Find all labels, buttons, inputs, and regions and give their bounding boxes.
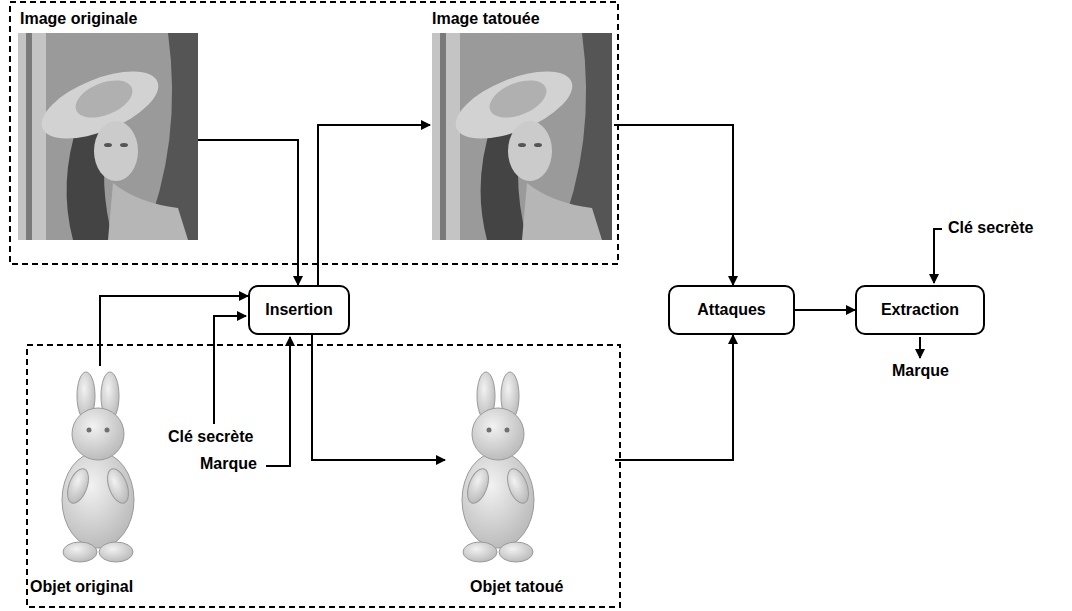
- key-arrow: [934, 229, 942, 283]
- bunny-model: [462, 372, 534, 562]
- flow-arrow: [100, 296, 248, 366]
- dashed-region: [27, 345, 620, 607]
- flow-arrow: [795, 309, 855, 311]
- process-box: Extraction: [855, 285, 985, 335]
- object-frame: Objet tatoué: [445, 366, 615, 602]
- flow-arrow: [198, 140, 298, 285]
- key-label: Clé secrète: [948, 219, 1033, 237]
- dashed-region: [10, 2, 618, 264]
- process-label: Attaques: [697, 301, 765, 319]
- portrait-image: [18, 33, 198, 240]
- object-frame: Objet original: [30, 366, 170, 602]
- mark-label: Marque: [892, 362, 949, 380]
- image-frame: Image originale: [18, 8, 198, 242]
- flow-arrow: [318, 125, 430, 285]
- mark-label: Marque: [200, 455, 257, 473]
- flow-arrow: [615, 335, 733, 460]
- bunny-model: [62, 372, 134, 562]
- process-label: Insertion: [265, 301, 333, 319]
- mark-arrow: [919, 337, 921, 358]
- key-arrow: [214, 316, 246, 424]
- process-label: Extraction: [881, 301, 959, 319]
- portrait-image: [432, 33, 612, 240]
- caption-text: Objet tatoué: [470, 578, 563, 596]
- caption-text: Objet original: [30, 578, 133, 596]
- process-box: Insertion: [248, 285, 350, 335]
- image-frame: Image tatouée: [430, 8, 614, 242]
- caption-text: Image originale: [20, 10, 137, 28]
- mark-arrow: [266, 337, 290, 466]
- process-box: Attaques: [668, 285, 795, 335]
- flow-arrow: [312, 335, 445, 460]
- flow-arrow: [614, 125, 733, 285]
- caption-text: Image tatouée: [432, 10, 540, 28]
- key-label: Clé secrète: [168, 428, 253, 446]
